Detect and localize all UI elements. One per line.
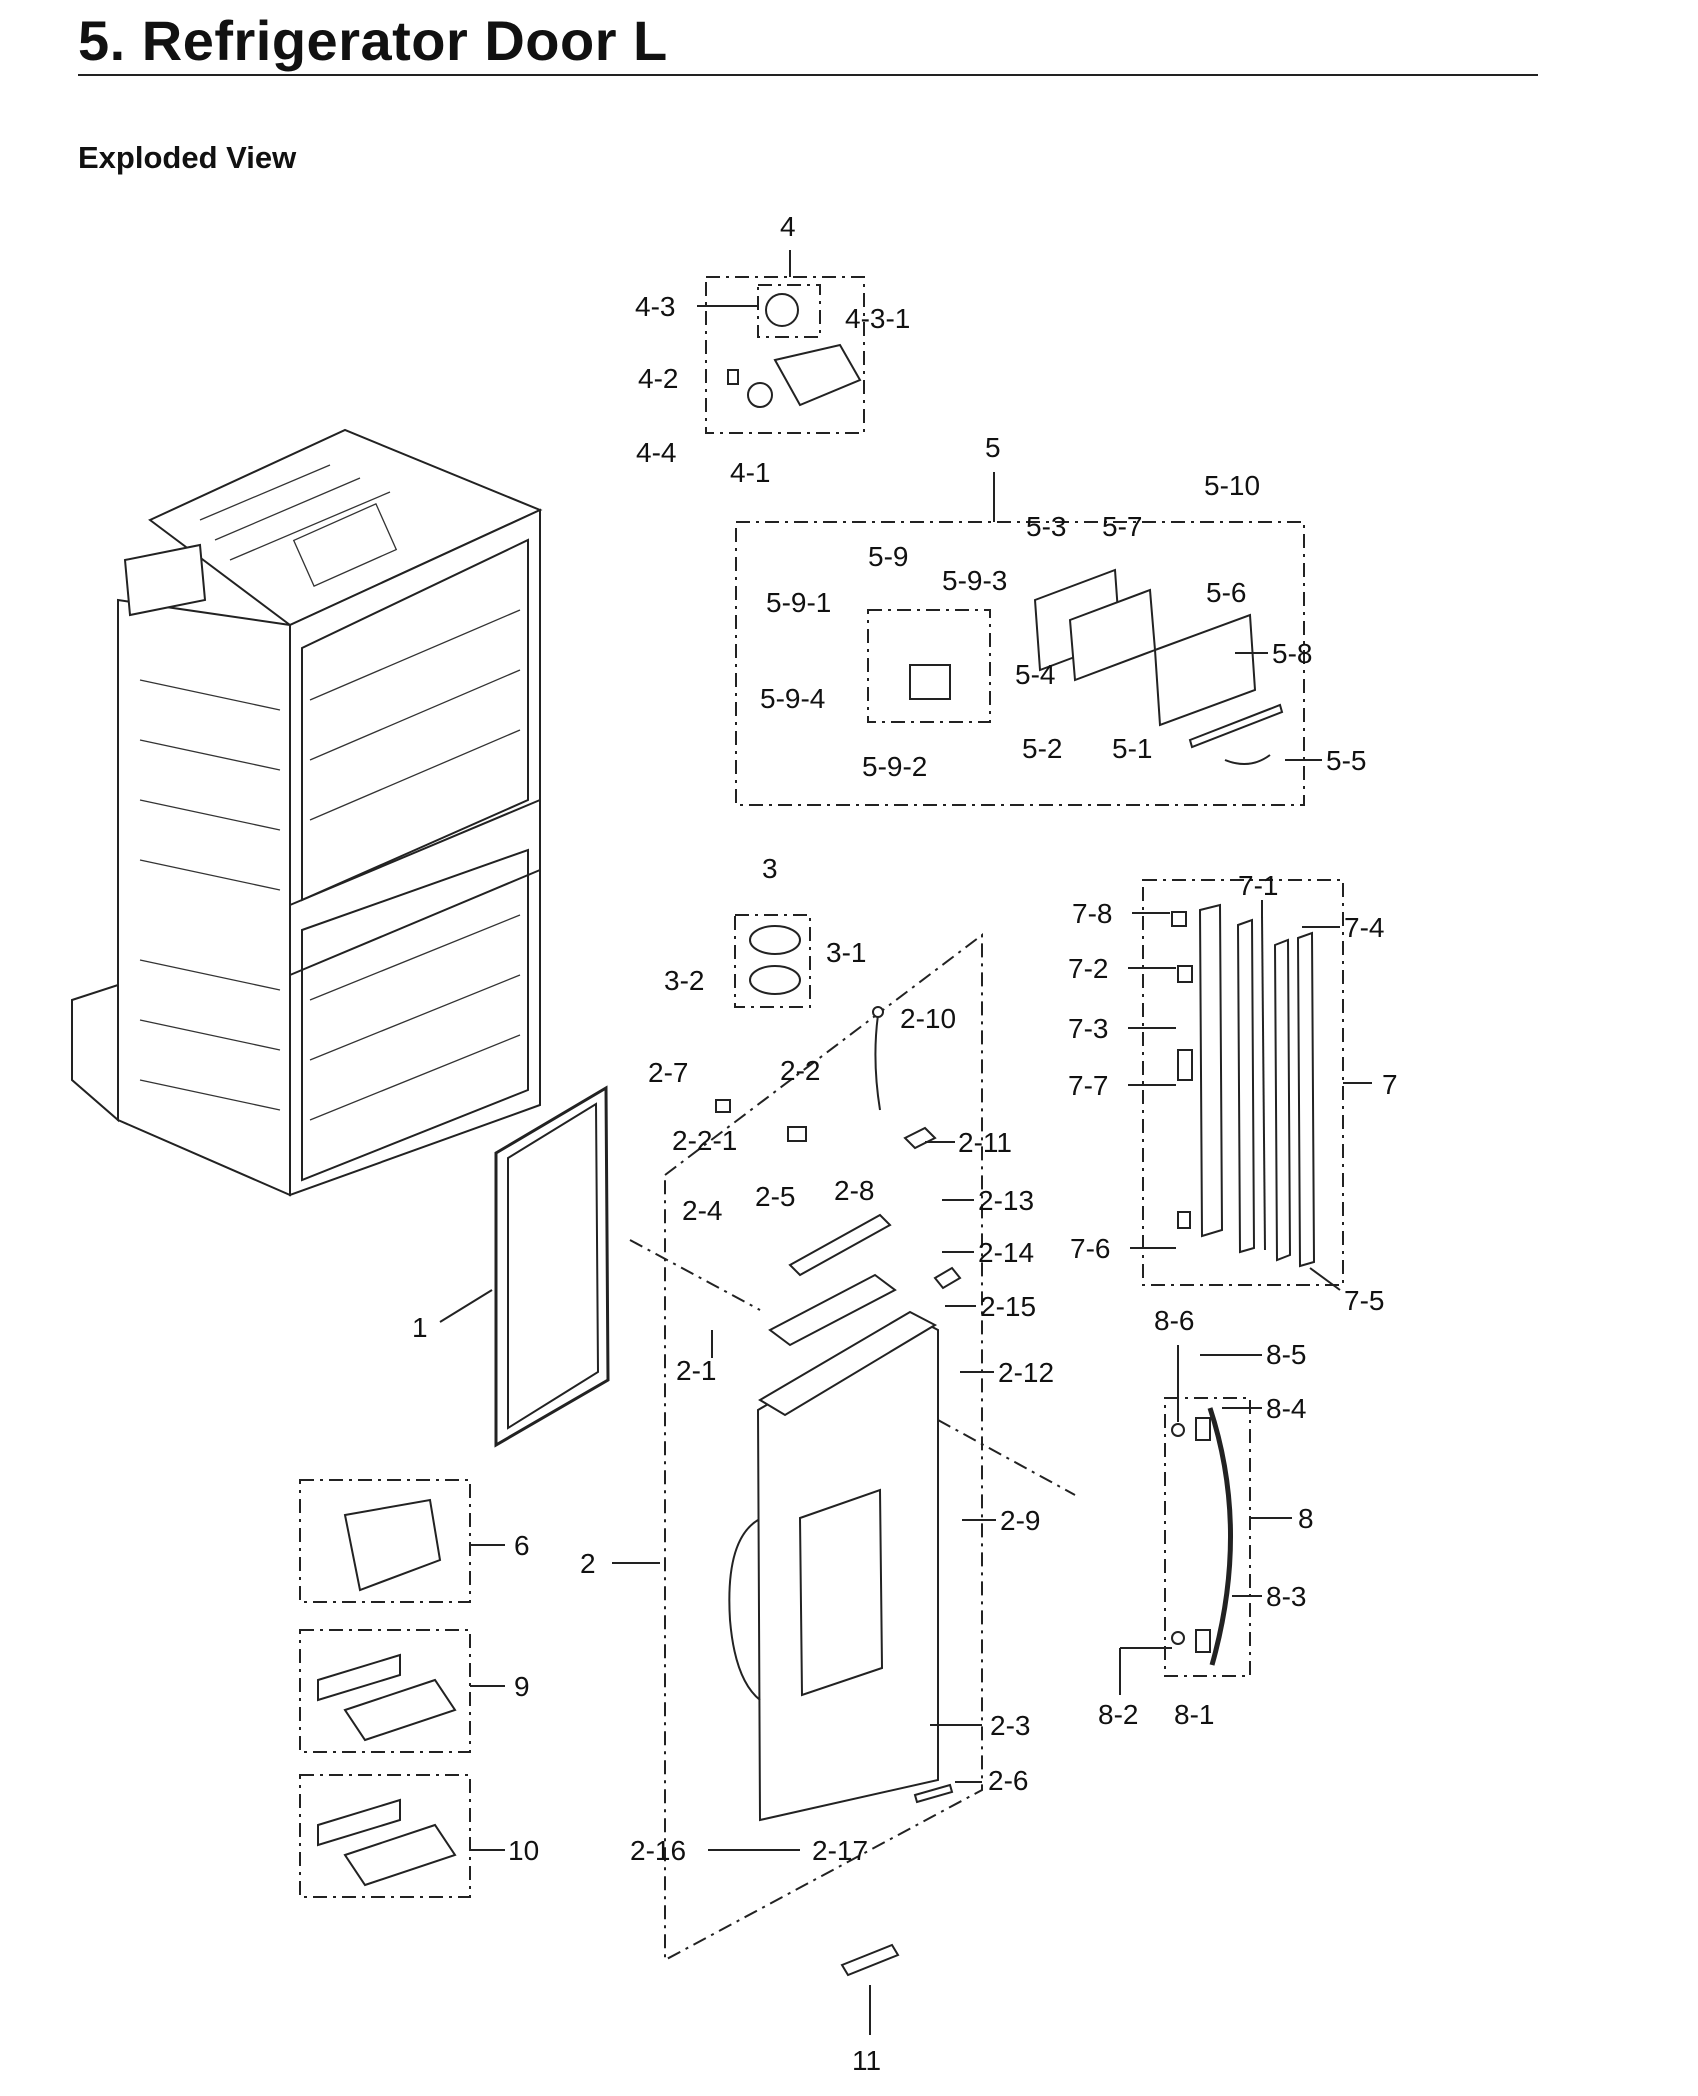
callout-5-5: 5-5 xyxy=(1326,745,1366,776)
callout-8-1: 8-1 xyxy=(1174,1699,1214,1730)
callout-5-8: 5-8 xyxy=(1272,638,1312,669)
callout-2-11: 2-11 xyxy=(958,1127,1012,1158)
callout-2-15: 2-15 xyxy=(980,1291,1036,1322)
callout-2-6: 2-6 xyxy=(988,1765,1028,1796)
callout-5: 5 xyxy=(985,432,1001,463)
callout-2-4: 2-4 xyxy=(682,1195,722,1226)
callout-2-9: 2-9 xyxy=(1000,1505,1040,1536)
callout-2-3: 2-3 xyxy=(990,1710,1030,1741)
callout-2-5: 2-5 xyxy=(755,1181,795,1212)
callout-4-3: 4-3 xyxy=(635,291,675,322)
callout-5-3: 5-3 xyxy=(1026,511,1066,542)
part-4-drawing xyxy=(705,276,865,434)
callout-2-10: 2-10 xyxy=(900,1003,956,1034)
callout-10: 10 xyxy=(508,1835,539,1866)
callout-11: 11 xyxy=(852,2045,881,2076)
callout-2-13: 2-13 xyxy=(978,1185,1034,1216)
callout-8-4: 8-4 xyxy=(1266,1393,1306,1424)
callout-4: 4 xyxy=(780,211,796,242)
callout-5-9-1: 5-9-1 xyxy=(766,587,831,618)
callout-5-10: 5-10 xyxy=(1204,470,1260,501)
callout-3-1: 3-1 xyxy=(826,937,866,968)
callout-7: 7 xyxy=(1382,1069,1398,1100)
door-assembly-drawing xyxy=(629,932,1076,1962)
part-8-drawing xyxy=(1164,1397,1251,1677)
callout-8-5: 8-5 xyxy=(1266,1339,1306,1370)
callout-5-7: 5-7 xyxy=(1102,511,1142,542)
callout-5-9-4: 5-9-4 xyxy=(760,683,825,714)
callout-6: 6 xyxy=(514,1530,530,1561)
callout-4-2: 4-2 xyxy=(638,363,678,394)
callout-5-6: 5-6 xyxy=(1206,577,1246,608)
refrigerator-cabinet-drawing xyxy=(71,428,543,1197)
callout-7-2: 7-2 xyxy=(1068,953,1108,984)
callout-2-16: 2-16 xyxy=(630,1835,686,1866)
title-rule xyxy=(78,74,1538,76)
part-7-drawing xyxy=(1142,879,1344,1286)
part-10-drawing xyxy=(299,1774,471,1898)
callout-2-2: 2-2 xyxy=(780,1055,820,1086)
callout-5-9: 5-9 xyxy=(868,541,908,572)
callout-2-14: 2-14 xyxy=(978,1237,1034,1268)
callout-2-1: 2-1 xyxy=(676,1355,716,1386)
callout-8-3: 8-3 xyxy=(1266,1581,1306,1612)
callout-8-6: 8-6 xyxy=(1154,1305,1194,1336)
callout-5-4: 5-4 xyxy=(1015,659,1055,690)
callout-4-4: 4-4 xyxy=(636,437,676,468)
callout-5-9-2: 5-9-2 xyxy=(862,751,927,782)
callout-1: 1 xyxy=(412,1312,428,1343)
callout-5-9-3: 5-9-3 xyxy=(942,565,1007,596)
callout-4-3-1: 4-3-1 xyxy=(845,303,910,334)
callout-8: 8 xyxy=(1298,1503,1314,1534)
section-subtitle: Exploded View xyxy=(78,140,297,175)
callout-5-1: 5-1 xyxy=(1112,733,1152,764)
callout-2-7: 2-7 xyxy=(648,1057,688,1088)
callout-3: 3 xyxy=(762,853,778,884)
part-6-drawing xyxy=(299,1479,471,1603)
door-gasket-drawing xyxy=(494,1085,610,1448)
callout-7-8: 7-8 xyxy=(1072,898,1112,929)
part-5-drawing xyxy=(735,521,1305,806)
callout-4-1: 4-1 xyxy=(730,457,770,488)
callout-7-6: 7-6 xyxy=(1070,1233,1110,1264)
callout-9: 9 xyxy=(514,1671,530,1702)
callout-2-17: 2-17 xyxy=(812,1835,868,1866)
callout-3-2: 3-2 xyxy=(664,965,704,996)
callout-7-3: 7-3 xyxy=(1068,1013,1108,1044)
callout-5-2: 5-2 xyxy=(1022,733,1062,764)
callout-7-5: 7-5 xyxy=(1344,1285,1384,1316)
part-9-drawing xyxy=(299,1629,471,1753)
callout-2-2-1: 2-2-1 xyxy=(672,1125,737,1156)
part-3-drawing xyxy=(734,914,811,1008)
callout-7-1: 7-1 xyxy=(1238,870,1278,901)
callout-7-4: 7-4 xyxy=(1344,912,1384,943)
callout-2: 2 xyxy=(580,1548,596,1579)
callout-2-12: 2-12 xyxy=(998,1357,1054,1388)
callout-2-8: 2-8 xyxy=(834,1175,874,1206)
callout-7-7: 7-7 xyxy=(1068,1070,1108,1101)
page-title: 5. Refrigerator Door L xyxy=(78,9,668,72)
callout-8-2: 8-2 xyxy=(1098,1699,1138,1730)
part-11-drawing xyxy=(840,1943,900,1977)
